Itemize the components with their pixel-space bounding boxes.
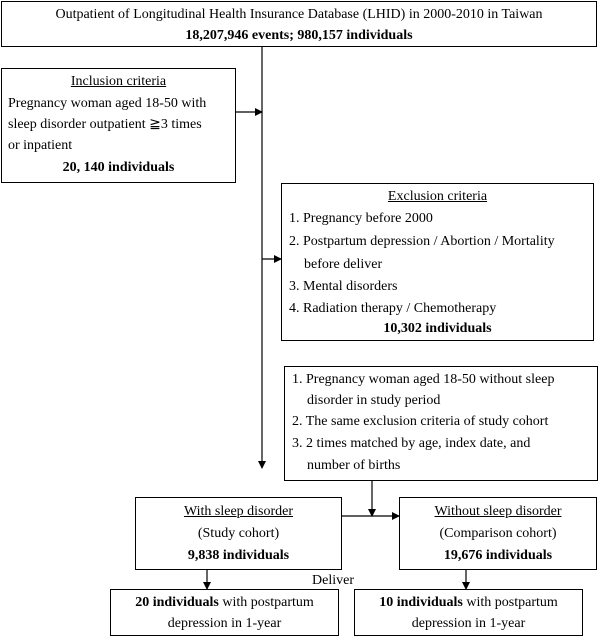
- source-database-count: 18,207,946 events; 980,157 individuals: [185, 28, 413, 43]
- comparison-cohort-subtitle: (Comparison cohort): [439, 526, 557, 541]
- inclusion-criteria-title: Inclusion criteria: [70, 74, 167, 89]
- inclusion-count: 20, 140 individuals: [62, 160, 175, 175]
- exclusion-criteria-title: Exclusion criteria: [387, 189, 488, 204]
- study-cohort-box: With sleep disorder (Study cohort) 9,838…: [135, 497, 342, 570]
- exclusion-criteria-box: Exclusion criteria 1. Pregnancy before 2…: [281, 183, 594, 341]
- exclusion-item-2: 2. Postpartum depression / Abortion / Mo…: [289, 234, 555, 249]
- matching-item-3-cont: number of births: [307, 458, 401, 473]
- study-outcome-count: 20 individuals: [135, 595, 219, 610]
- exclusion-item-3: 3. Mental disorders: [289, 279, 398, 294]
- matching-item-1: 1. Pregnancy woman aged 18-50 without sl…: [292, 372, 555, 387]
- study-cohort-subtitle: (Study cohort): [197, 526, 280, 541]
- matching-item-3: 3. 2 times matched by age, index date, a…: [292, 436, 531, 451]
- study-outcome-line-2: depression in 1-year: [167, 616, 282, 631]
- comparison-outcome-count: 10 individuals: [379, 595, 463, 610]
- comparison-cohort-count: 19,676 individuals: [443, 548, 553, 563]
- exclusion-item-1: 1. Pregnancy before 2000: [289, 211, 433, 226]
- study-outcome-box: 20 individuals with postpartum depressio…: [110, 589, 339, 636]
- source-database-box: Outpatient of Longitudinal Health Insura…: [1, 1, 597, 47]
- comparison-outcome-line-2: depression in 1-year: [411, 616, 526, 631]
- inclusion-line-2: sleep disorder outpatient ≧3 times: [8, 117, 202, 132]
- study-outcome-text: with postpartum: [218, 595, 314, 610]
- comparison-outcome-text: with postpartum: [462, 595, 558, 610]
- study-cohort-title: With sleep disorder: [183, 504, 294, 519]
- deliver-label: Deliver: [312, 573, 354, 588]
- source-database-title: Outpatient of Longitudinal Health Insura…: [55, 7, 543, 22]
- exclusion-item-2-cont: before deliver: [304, 257, 383, 272]
- matching-item-2: 2. The same exclusion criteria of study …: [292, 414, 549, 429]
- comparison-cohort-title: Without sleep disorder: [434, 504, 562, 519]
- study-outcome-line-1: 20 individuals with postpartum: [111, 596, 338, 610]
- exclusion-count: 10,302 individuals: [383, 321, 492, 336]
- comparison-outcome-box: 10 individuals with postpartum depressio…: [354, 589, 583, 636]
- study-cohort-count: 9,838 individuals: [187, 548, 290, 563]
- inclusion-line-1: Pregnancy woman aged 18-50 with: [8, 96, 207, 111]
- comparison-cohort-box: Without sleep disorder (Comparison cohor…: [399, 497, 597, 570]
- inclusion-criteria-box: Inclusion criteria Pregnancy woman aged …: [1, 68, 236, 183]
- comparison-outcome-line-1: 10 individuals with postpartum: [355, 596, 582, 610]
- matching-item-1-cont: disorder in study period: [307, 393, 441, 408]
- exclusion-item-4: 4. Radiation therapy / Chemotherapy: [289, 301, 497, 316]
- inclusion-line-3: or inpatient: [8, 138, 73, 153]
- matching-criteria-box: 1. Pregnancy woman aged 18-50 without sl…: [284, 366, 598, 481]
